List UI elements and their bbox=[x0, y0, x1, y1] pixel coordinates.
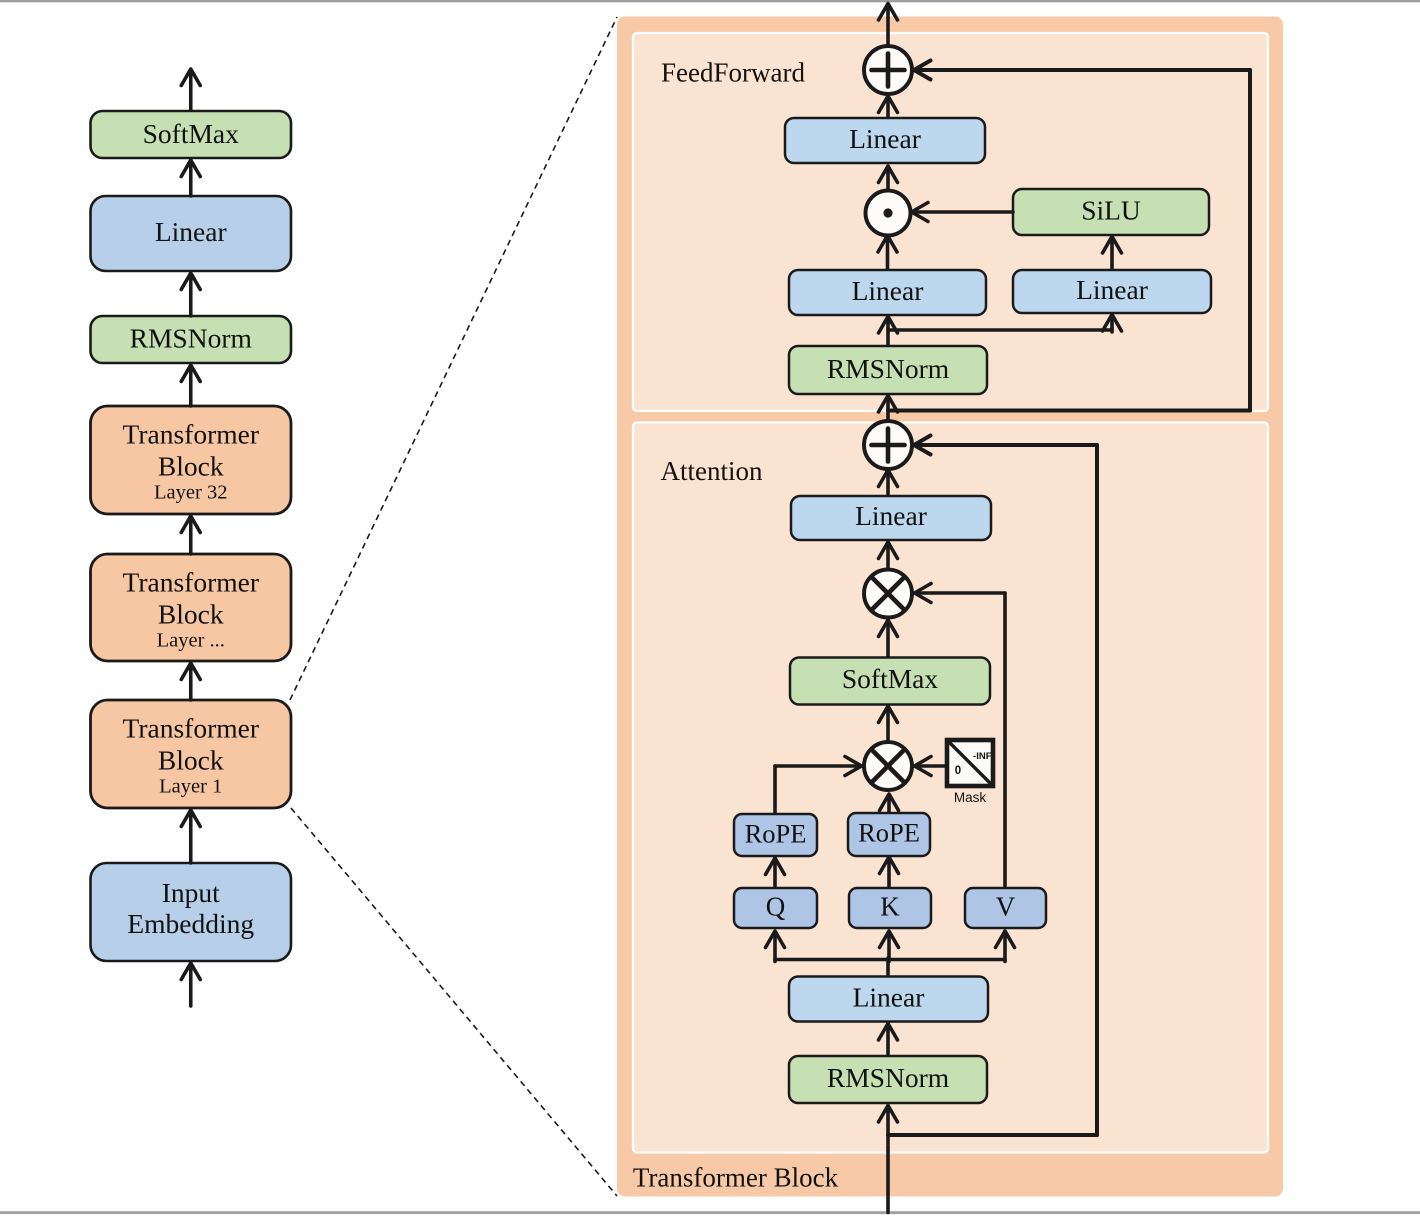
svg-text:Mask: Mask bbox=[954, 790, 987, 805]
svg-text:Transformer: Transformer bbox=[123, 419, 259, 450]
svg-text:Block: Block bbox=[158, 745, 224, 776]
svg-text:K: K bbox=[880, 892, 900, 922]
svg-text:SoftMax: SoftMax bbox=[842, 663, 939, 694]
svg-text:Layer 1: Layer 1 bbox=[159, 776, 222, 798]
svg-text:SoftMax: SoftMax bbox=[143, 118, 240, 149]
svg-text:Block: Block bbox=[158, 599, 224, 630]
svg-text:FeedForward: FeedForward bbox=[661, 58, 805, 88]
svg-text:Q: Q bbox=[766, 892, 786, 922]
svg-text:Block: Block bbox=[158, 451, 224, 482]
svg-text:Linear: Linear bbox=[852, 275, 924, 306]
svg-text:Linear: Linear bbox=[849, 123, 921, 154]
svg-text:RMSNorm: RMSNorm bbox=[827, 1062, 949, 1093]
svg-text:Linear: Linear bbox=[853, 982, 925, 1013]
svg-text:Transformer Block: Transformer Block bbox=[633, 1163, 839, 1193]
svg-text:0: 0 bbox=[955, 765, 961, 777]
svg-text:Linear: Linear bbox=[855, 500, 927, 531]
svg-text:RMSNorm: RMSNorm bbox=[827, 353, 949, 384]
svg-text:Input: Input bbox=[162, 877, 220, 908]
svg-text:Layer 32: Layer 32 bbox=[154, 482, 227, 504]
svg-text:RMSNorm: RMSNorm bbox=[130, 323, 252, 354]
svg-text:V: V bbox=[996, 892, 1016, 922]
svg-text:Layer ...: Layer ... bbox=[157, 630, 225, 652]
svg-text:Linear: Linear bbox=[1076, 274, 1148, 305]
svg-text:RoPE: RoPE bbox=[745, 819, 807, 849]
svg-text:-INF: -INF bbox=[973, 751, 992, 762]
svg-text:RoPE: RoPE bbox=[858, 818, 920, 848]
svg-text:Transformer: Transformer bbox=[123, 567, 259, 598]
svg-text:Embedding: Embedding bbox=[127, 908, 254, 939]
svg-text:SiLU: SiLU bbox=[1081, 195, 1141, 226]
svg-text:Linear: Linear bbox=[155, 216, 227, 247]
svg-text:Attention: Attention bbox=[661, 456, 763, 486]
svg-text:Transformer: Transformer bbox=[123, 713, 259, 744]
